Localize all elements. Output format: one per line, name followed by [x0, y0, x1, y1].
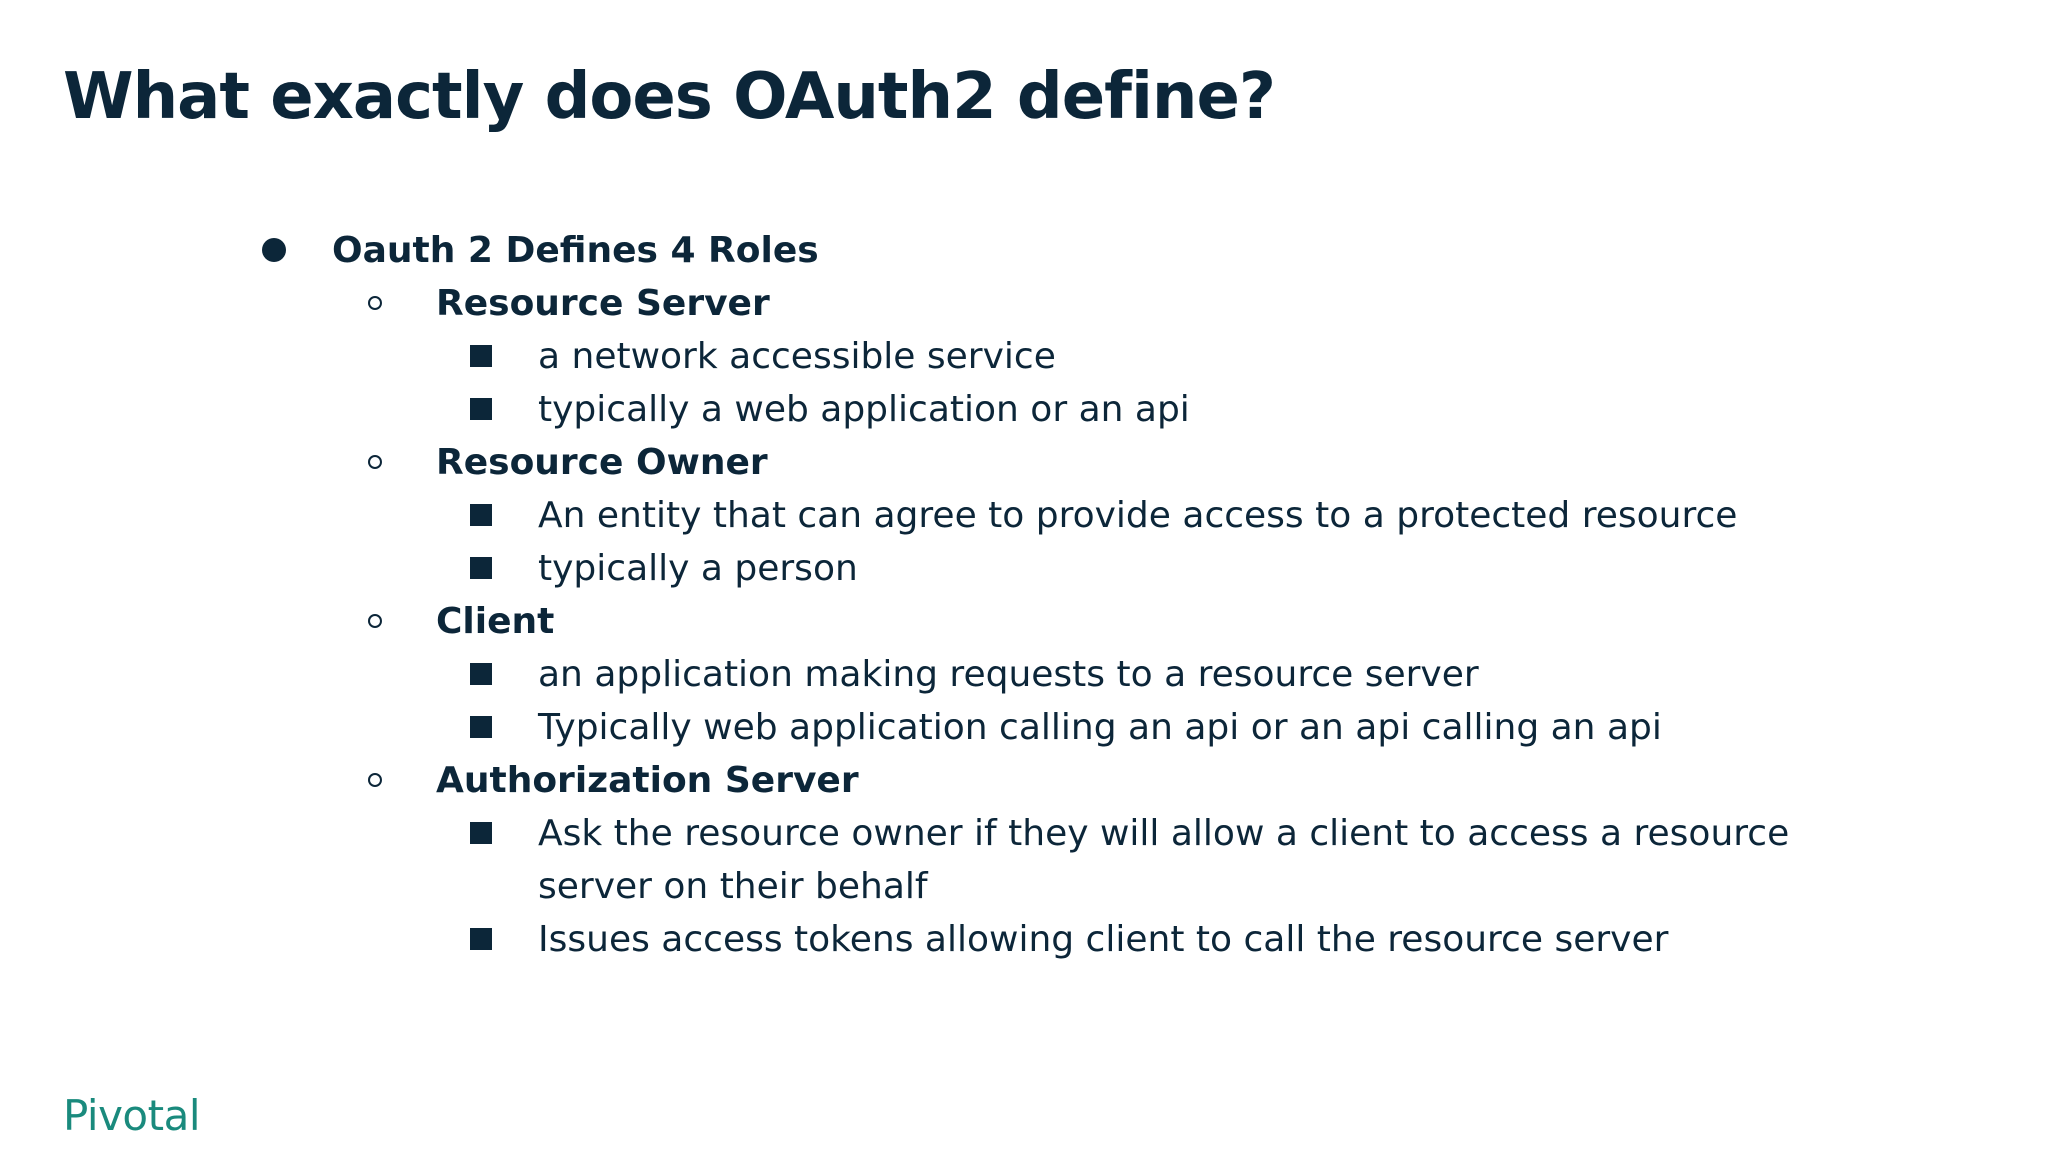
pivotal-logo: Pivotal: [63, 1091, 201, 1140]
bullet-square-icon: [470, 822, 492, 844]
outline-heading: Oauth 2 Defines 4 Roles: [332, 230, 819, 271]
role-point-text: typically a web application or an api: [538, 389, 1190, 430]
role-point-continuation: server on their behalf: [538, 866, 928, 907]
role-point-text: typically a person: [538, 548, 858, 589]
role-point-text: Typically web application calling an api…: [538, 707, 1662, 748]
role-name: Resource Owner: [436, 442, 768, 483]
role-point-text: Issues access tokens allowing client to …: [538, 919, 1669, 960]
bullet-circle-icon: [368, 773, 382, 787]
role-point-text: An entity that can agree to provide acce…: [538, 495, 1738, 536]
bullet-circle-icon: [368, 455, 382, 469]
role-name: Resource Server: [436, 283, 770, 324]
bullet-square-icon: [470, 663, 492, 685]
bullet-square-icon: [470, 504, 492, 526]
bullet-circle-icon: [368, 614, 382, 628]
role-point-text: Ask the resource owner if they will allo…: [538, 813, 1790, 854]
role-point-text: an application making requests to a reso…: [538, 654, 1479, 695]
bullet-square-icon: [470, 928, 492, 950]
role-name: Authorization Server: [436, 760, 859, 801]
slide-title: What exactly does OAuth2 define?: [63, 60, 1276, 134]
bullet-square-icon: [470, 716, 492, 738]
bullet-square-icon: [470, 557, 492, 579]
bullet-square-icon: [470, 345, 492, 367]
role-point-text: a network accessible service: [538, 336, 1056, 377]
bullet-circle-icon: [368, 296, 382, 310]
bullet-square-icon: [470, 398, 492, 420]
role-name: Client: [436, 601, 555, 642]
bullet-disc-icon: [262, 238, 286, 262]
